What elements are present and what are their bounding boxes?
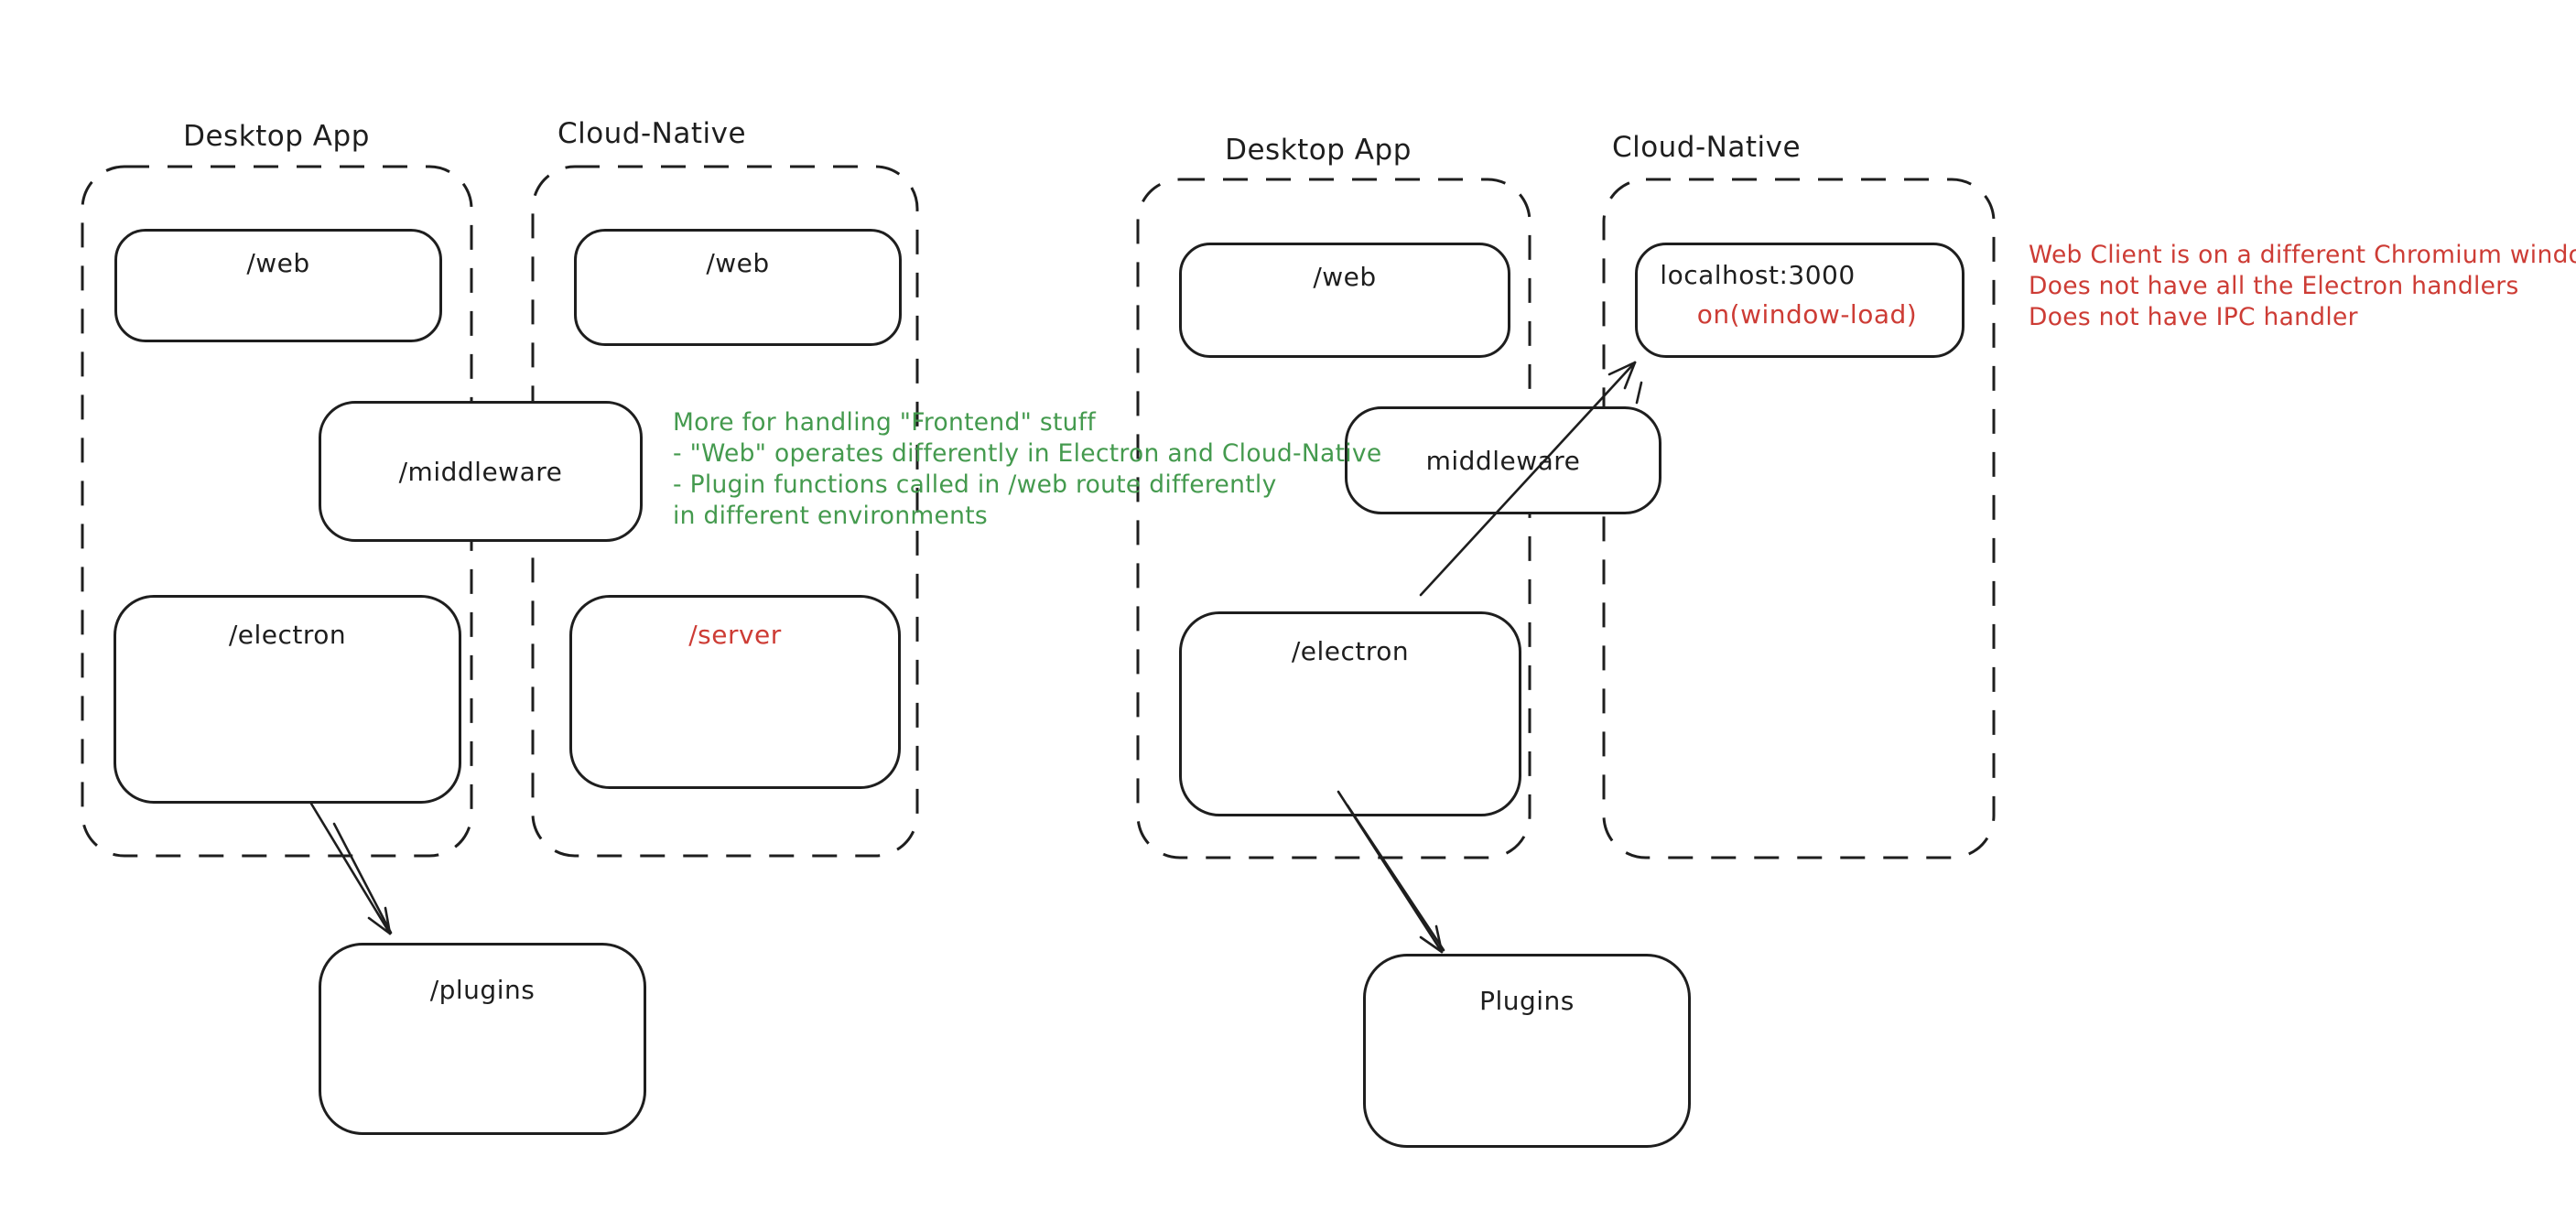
container-right-desktop-app [1136,178,1532,859]
red-note: Web Client is on a different Chromium wi… [2029,240,2576,333]
container-left-cloud-native [531,165,919,858]
box-right-localhost-title: localhost:3000 [1660,260,1856,290]
box-right-localhost: localhost:3000 on(window-load) [1635,243,1964,358]
green-note: More for handling "Frontend" stuff - "We… [673,407,1382,532]
box-left-desktop-web-label: /web [246,248,310,278]
box-left-server-label: /server [688,620,782,650]
label-right-desktop-app: Desktop App [1225,134,1412,167]
box-left-desktop-web: /web [114,229,442,342]
green-note-line: in different environments [673,502,989,530]
box-right-localhost-subtitle: on(window-load) [1696,299,1918,330]
label-left-desktop-app: Desktop App [183,120,370,153]
label-right-cloud-native: Cloud-Native [1611,131,1802,164]
green-note-line: More for handling "Frontend" stuff [673,408,1096,437]
box-right-desktop-web: /web [1179,243,1510,358]
box-left-plugins-label: /plugins [429,975,536,1005]
box-right-middleware-label: middleware [1425,445,1581,476]
box-left-electron-label: /electron [228,620,347,650]
box-left-electron: /electron [114,595,461,804]
box-left-middleware: /middleware [319,401,643,542]
red-note-line: Web Client is on a different Chromium wi… [2029,241,2576,269]
box-right-desktop-web-label: /web [1313,262,1377,292]
box-left-plugins: /plugins [319,943,646,1135]
box-right-plugins-label: Plugins [1479,986,1575,1016]
label-left-cloud-native: Cloud-Native [557,117,747,150]
container-left-desktop-app [81,165,473,858]
red-note-line: Does not have all the Electron handlers [2029,272,2519,300]
box-right-middleware: middleware [1345,406,1661,514]
box-right-electron: /electron [1179,611,1521,816]
box-left-cloud-web-label: /web [706,248,770,278]
box-left-server: /server [569,595,901,789]
box-right-electron-label: /electron [1291,636,1410,666]
box-left-middleware-label: /middleware [398,456,563,487]
red-note-line: Does not have IPC handler [2029,303,2358,331]
box-right-plugins: Plugins [1363,954,1691,1148]
green-note-line: - Plugin functions called in /web route … [673,470,1277,499]
green-note-line: - "Web" operates differently in Electron… [673,439,1382,468]
box-left-cloud-web: /web [574,229,902,346]
